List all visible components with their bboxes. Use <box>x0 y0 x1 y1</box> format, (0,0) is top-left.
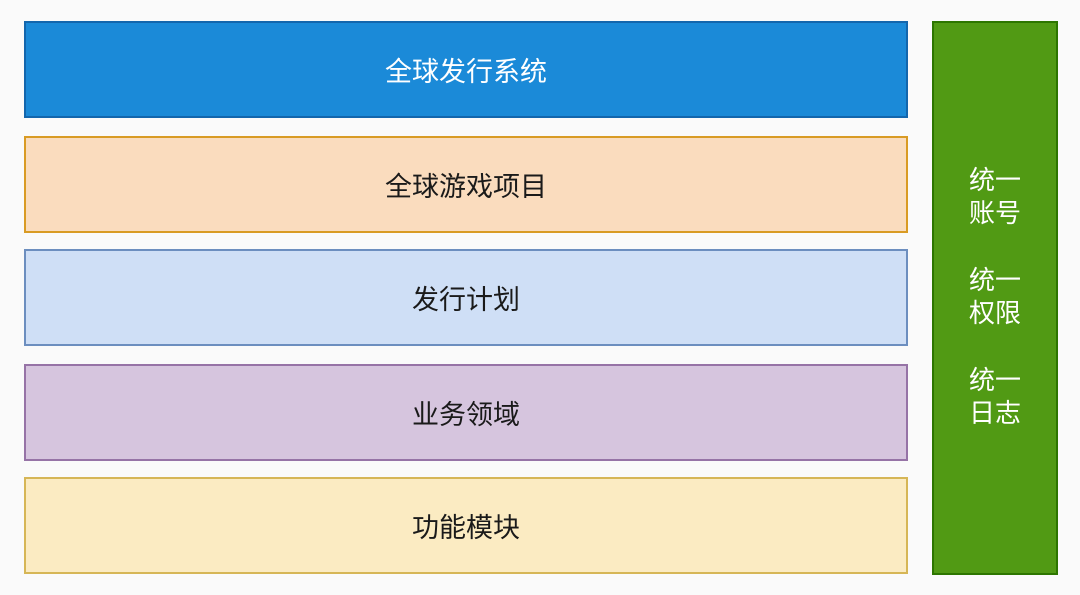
layer-label: 功能模块 <box>412 513 520 544</box>
side-item-line2: 账号 <box>968 199 1021 229</box>
cross-cutting-panel: 统一 账号 统一 权限 统一 日志 <box>932 21 1058 575</box>
layer-function-module: 功能模块 <box>24 477 908 574</box>
side-item-line1: 统一 <box>968 166 1021 196</box>
unified-account: 统一 账号 <box>965 165 1025 231</box>
side-item-line1: 统一 <box>968 266 1021 296</box>
side-item-line1: 统一 <box>968 366 1021 396</box>
layer-global-game-projects: 全球游戏项目 <box>24 136 908 233</box>
layer-label: 全球游戏项目 <box>385 172 547 203</box>
layer-publishing-plan: 发行计划 <box>24 249 908 346</box>
layer-global-publishing-system: 全球发行系统 <box>24 21 908 118</box>
unified-log: 统一 日志 <box>965 365 1025 431</box>
layer-label: 业务领域 <box>412 400 520 431</box>
layer-business-domain: 业务领域 <box>24 364 908 461</box>
side-item-line2: 权限 <box>968 299 1021 329</box>
layer-label: 全球发行系统 <box>385 57 547 88</box>
unified-permission: 统一 权限 <box>965 265 1025 331</box>
layer-label: 发行计划 <box>412 285 520 316</box>
side-item-line2: 日志 <box>968 399 1021 429</box>
